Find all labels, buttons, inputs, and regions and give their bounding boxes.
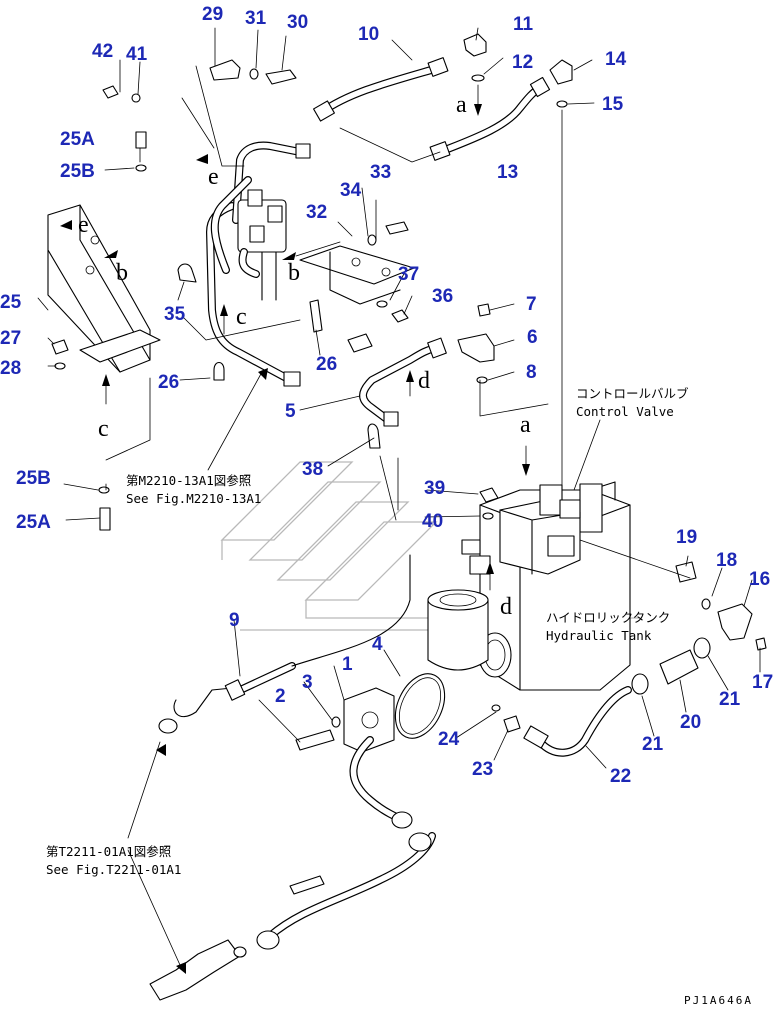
- drawing-code: PJ1A646A: [684, 994, 753, 1007]
- pipe-22: [523, 686, 632, 757]
- callout-33: 33: [370, 162, 391, 183]
- valve-block: [237, 189, 287, 301]
- callout-25: 25: [0, 292, 22, 313]
- label-ref-m2210-jp: 第M2210-13A1図参照: [126, 473, 251, 488]
- callout-42: 42: [92, 41, 113, 62]
- callout-25b-bottom: 25B: [16, 468, 51, 489]
- callout-5: 5: [285, 401, 296, 422]
- callout-18: 18: [716, 550, 737, 571]
- callout-20: 20: [680, 712, 701, 733]
- callout-26-right: 26: [316, 354, 337, 375]
- callout-2: 2: [275, 686, 286, 707]
- callout-15: 15: [602, 94, 624, 115]
- arrowheads: [60, 84, 530, 974]
- callout-25a-top: 25A: [60, 129, 95, 150]
- callout-32: 32: [306, 202, 327, 223]
- callout-21-right: 21: [719, 689, 741, 710]
- watermark: [220, 461, 640, 631]
- callout-10: 10: [358, 24, 379, 45]
- callout-9: 9: [229, 610, 240, 631]
- callout-28: 28: [0, 358, 21, 379]
- callout-30-31: 31: [245, 8, 267, 29]
- letter-c-tube: c: [236, 304, 247, 330]
- callout-30: 30: [287, 12, 308, 33]
- callout-34: 34: [340, 180, 362, 201]
- callout-3: 3: [302, 672, 313, 693]
- callout-41: 41: [126, 44, 148, 65]
- hose-9: [158, 554, 411, 734]
- callout-8: 8: [526, 362, 537, 383]
- callout-14: 14: [605, 49, 627, 70]
- label-control-valve-en: Control Valve: [576, 404, 674, 419]
- callout-25b-top: 25B: [60, 161, 95, 182]
- letter-d-filter: d: [500, 594, 512, 620]
- letter-e-bracket: e: [78, 212, 89, 238]
- callout-1: 1: [342, 654, 353, 675]
- plate-32: [299, 245, 415, 305]
- hose-lower: [256, 832, 436, 950]
- letter-b-valve: b: [288, 260, 300, 286]
- hose-13: [429, 76, 551, 161]
- callout-36: 36: [432, 286, 453, 307]
- letter-a-mid: a: [520, 412, 531, 438]
- callout-11: 11: [513, 14, 534, 35]
- callout-numbers: 1 2 3 4 5 6 7 8 9 10 11 12 13 14 15 16 1…: [0, 4, 773, 787]
- callout-7: 7: [526, 294, 537, 315]
- label-hydraulic-tank-jp: ハイドロリックタンク: [546, 610, 670, 625]
- letter-b-bracket: b: [116, 260, 128, 286]
- callout-37: 37: [398, 264, 419, 285]
- letter-c-bracket: c: [98, 416, 109, 442]
- callout-29: 29: [202, 4, 223, 25]
- letter-e-upper: e: [208, 164, 219, 190]
- tube-5: [359, 337, 447, 427]
- label-ref-t2211-en: See Fig.T2211-01A1: [46, 862, 181, 877]
- callout-35: 35: [164, 304, 186, 325]
- callout-4: 4: [372, 634, 383, 655]
- letter-a-top: a: [456, 92, 467, 118]
- callout-21-left: 21: [642, 734, 664, 755]
- leader-lines: [37, 27, 761, 769]
- callout-22: 22: [610, 766, 631, 787]
- callout-23: 23: [472, 759, 493, 780]
- callout-16: 16: [749, 569, 770, 590]
- letter-d-tube: d: [418, 368, 430, 394]
- small-parts: [51, 33, 767, 1001]
- text-labels: コントロールバルブ Control Valve ハイドロリックタンク Hydra…: [46, 386, 753, 1007]
- callout-12: 12: [512, 52, 533, 73]
- callout-24: 24: [438, 729, 460, 750]
- reference-letters: a a b b c c d d e e: [78, 92, 531, 620]
- hose-10: [313, 57, 449, 122]
- reference-lines: [105, 65, 691, 966]
- callout-6: 6: [527, 327, 538, 348]
- callout-25a-bottom: 25A: [16, 512, 51, 533]
- control-valve: [461, 484, 581, 575]
- filter: [427, 589, 489, 671]
- callout-17: 17: [752, 672, 773, 693]
- callout-40: 40: [422, 511, 443, 532]
- label-hydraulic-tank-en: Hydraulic Tank: [546, 628, 652, 643]
- bracket-25: [47, 204, 161, 373]
- callout-39: 39: [424, 478, 445, 499]
- label-control-valve-jp: コントロールバルブ: [576, 386, 689, 401]
- callout-13: 13: [497, 162, 518, 183]
- label-ref-m2210-en: See Fig.M2210-13A1: [126, 491, 261, 506]
- callout-27: 27: [0, 328, 21, 349]
- callout-26-left: 26: [158, 372, 179, 393]
- label-ref-t2211-jp: 第T2211-01A1図参照: [46, 844, 171, 859]
- callout-38: 38: [302, 459, 323, 480]
- tube-upper: [210, 141, 311, 274]
- callout-19: 19: [676, 527, 697, 548]
